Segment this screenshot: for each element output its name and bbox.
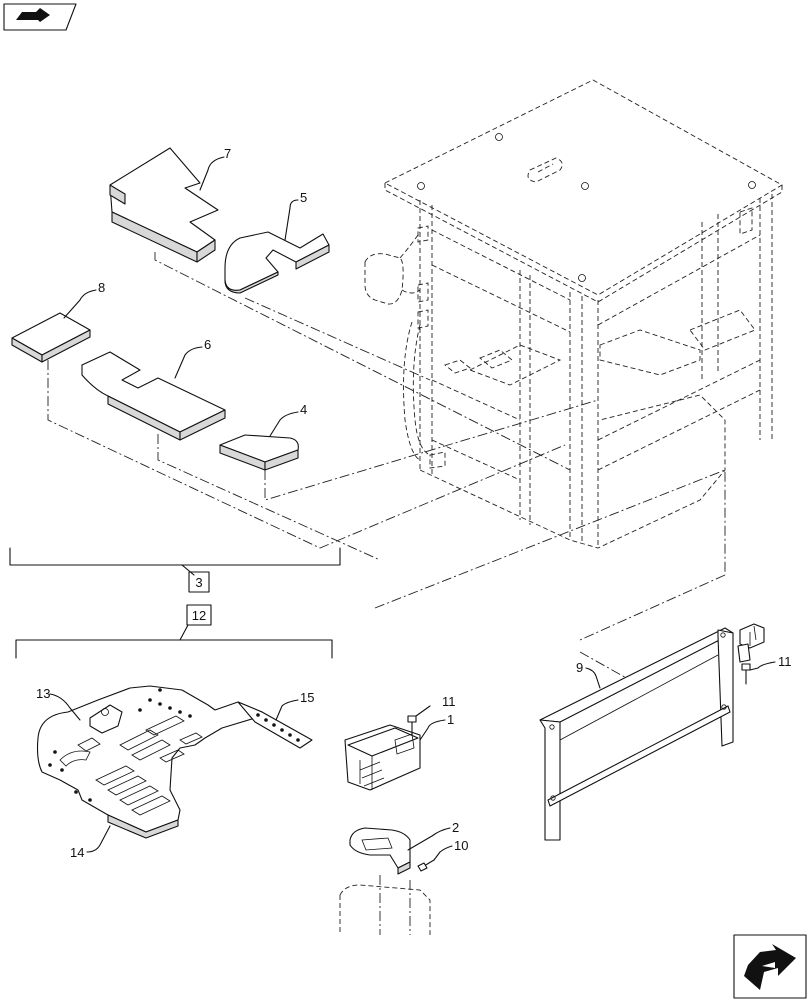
callout-8: 8 (98, 280, 105, 295)
svg-text:12: 12 (192, 608, 206, 623)
screw-11-middle[interactable] (407, 715, 417, 735)
part-9-frame[interactable] (539, 627, 734, 841)
floor-mat[interactable] (36, 685, 313, 839)
hinge-bracket (737, 623, 765, 663)
part-6-foam-panel[interactable] (81, 351, 226, 441)
assembly-bracket-12 (15, 624, 333, 659)
book-arrow-icon[interactable] (3, 3, 77, 31)
callout-box-12[interactable]: 12 (186, 604, 212, 626)
callout-1: 1 (447, 712, 454, 727)
leader-lines (49, 156, 776, 861)
callout-11-middle: 11 (442, 694, 456, 709)
callout-14: 14 (70, 845, 84, 860)
callout-box-3[interactable]: 3 (188, 571, 210, 593)
callout-4: 4 (300, 402, 307, 417)
screw-11-right[interactable] (741, 663, 751, 685)
part-1-cover[interactable] (344, 724, 421, 791)
part-2-step-bracket[interactable] (349, 827, 411, 875)
next-page-arrow-icon[interactable] (733, 934, 807, 999)
callout-7: 7 (224, 146, 231, 161)
cab-frame (364, 79, 783, 549)
callout-10: 10 (454, 838, 468, 853)
part-8-foam-block[interactable] (11, 312, 91, 363)
callout-5: 5 (300, 190, 307, 205)
callout-13: 13 (36, 686, 50, 701)
callout-9: 9 (576, 660, 583, 675)
screw-10[interactable] (417, 859, 435, 872)
callout-11-right: 11 (778, 654, 792, 669)
callout-6: 6 (204, 337, 211, 352)
callout-2: 2 (452, 820, 459, 835)
part-7-foam-panel[interactable] (109, 147, 219, 263)
part-4-foam-wedge[interactable] (219, 434, 299, 471)
svg-text:3: 3 (195, 575, 202, 590)
callout-15: 15 (300, 690, 314, 705)
assembly-bracket-3 (9, 547, 341, 576)
part-5-foam-panel[interactable] (224, 231, 330, 294)
lower-box-outline (339, 884, 431, 935)
